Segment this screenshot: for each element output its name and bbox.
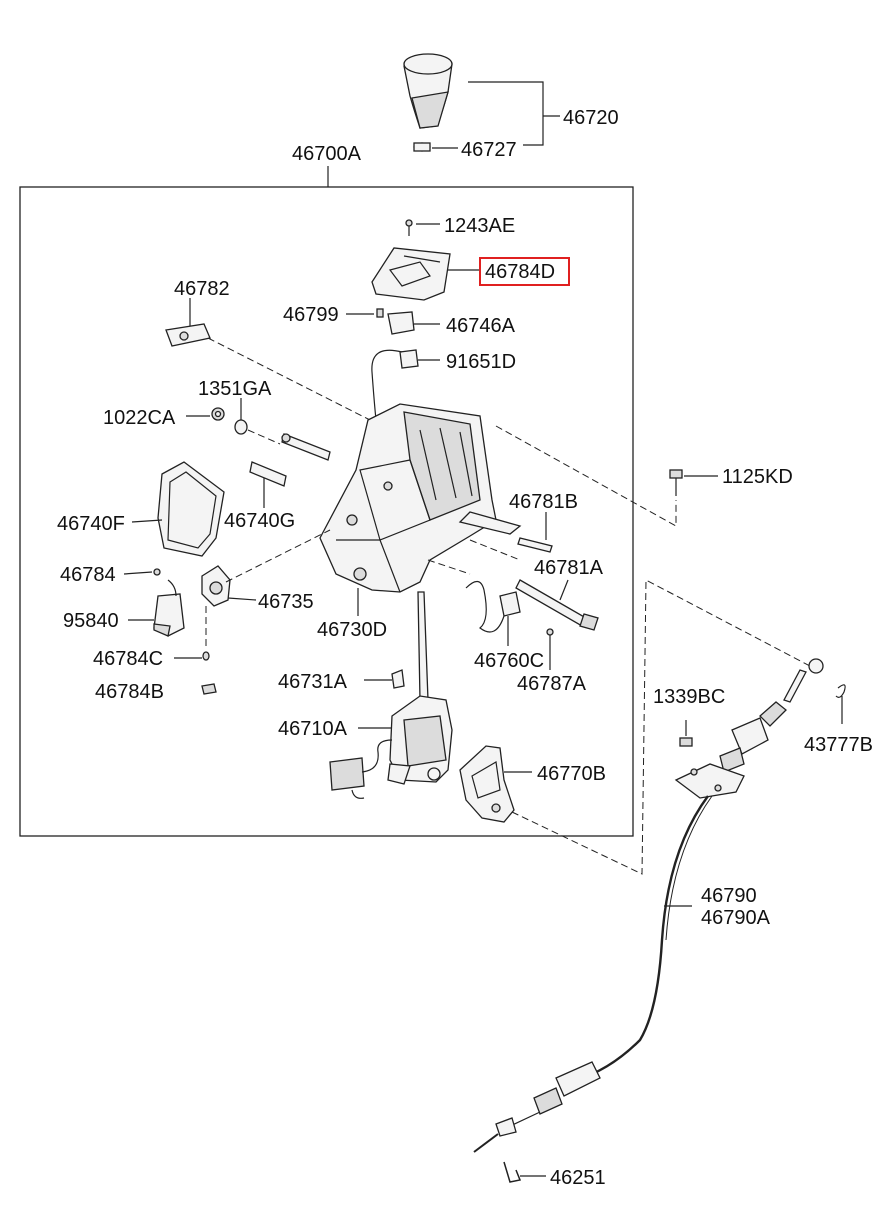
label-46710A: 46710A: [278, 718, 348, 740]
label-46760C: 46760C: [474, 650, 544, 672]
nut-1022CA: [211, 407, 225, 421]
label-46727: 46727: [461, 139, 517, 161]
part-46784C: [202, 651, 210, 661]
screw-46787A: [546, 628, 554, 670]
label-95840: 95840: [63, 610, 119, 632]
label-46740G: 46740G: [224, 510, 295, 532]
part-46746A: [387, 311, 415, 335]
shift-knob: [403, 53, 453, 129]
bracket-46770B: [459, 745, 515, 823]
cable-sleeve: [473, 1061, 601, 1153]
sensor-46735: [201, 565, 231, 607]
bolt-1339BC: [679, 720, 693, 747]
label-46790A: 46790A: [701, 907, 771, 929]
label-46787A: 46787A: [517, 673, 587, 695]
pin-upper: [281, 433, 331, 461]
indicator-plate-46784D: [371, 247, 451, 301]
connector-46710A: [329, 739, 393, 799]
part-46784B: [201, 683, 217, 695]
part-46784: [153, 568, 161, 576]
cable-upper-end: [719, 658, 824, 773]
label-46781B: 46781B: [509, 491, 578, 513]
cable-end-43777B: [835, 684, 846, 698]
knob-cap: [413, 142, 431, 152]
shift-housing-46730D: [319, 403, 522, 593]
label-46784C: 46784C: [93, 648, 163, 670]
lever-base-46710A: [387, 695, 453, 785]
label-46746A: 46746A: [446, 315, 516, 337]
cable-bracket: [674, 763, 745, 799]
bolt-1125KD: [669, 469, 683, 496]
label-46784B: 46784B: [95, 681, 164, 703]
assembly-boundary-right: [495, 425, 677, 527]
assembly-boundary-lower: [511, 579, 811, 875]
label-46720: 46720: [563, 107, 619, 129]
pin-46781A: [515, 579, 599, 631]
label-46251: 46251: [550, 1167, 606, 1189]
part-46740G: [249, 461, 287, 487]
label-43777B: 43777B: [804, 734, 873, 756]
label-46735: 46735: [258, 591, 314, 613]
part-46799: [376, 308, 384, 318]
label-1351GA: 1351GA: [198, 378, 272, 400]
pin-46781B: [517, 537, 553, 553]
washer-1351GA: [234, 419, 248, 435]
cable-46790: [575, 795, 709, 1082]
clip-46251: [503, 1161, 522, 1183]
label-46799: 46799: [283, 304, 339, 326]
label-46781A: 46781A: [534, 557, 604, 579]
label-91651D: 91651D: [446, 351, 516, 373]
actuator-95840: [153, 579, 185, 637]
assembly-frame: [19, 186, 634, 837]
label-1125KD: 1125KD: [722, 466, 793, 488]
label-46731A: 46731A: [278, 671, 348, 693]
label-46790: 46790: [701, 885, 757, 907]
part-46731A: [391, 669, 405, 689]
label-1022CA: 1022CA: [103, 407, 176, 429]
label-46770B: 46770B: [537, 763, 606, 785]
label-46784D: 46784D: [485, 261, 555, 283]
label-1243AE: 1243AE: [444, 215, 515, 237]
label-46740F: 46740F: [57, 513, 125, 535]
part-91651D: [399, 349, 419, 369]
part-46782: [165, 323, 211, 347]
label-46730D: 46730D: [317, 619, 387, 641]
highlight-box-46784D: [479, 257, 570, 286]
cover-46740F: [157, 461, 225, 557]
label-1339BC: 1339BC: [653, 686, 725, 708]
bracket-46720: [468, 81, 544, 146]
label-46700A: 46700A: [292, 143, 362, 165]
switch-46760C: [465, 580, 521, 633]
label-46782: 46782: [174, 278, 230, 300]
screw-1243AE: [405, 219, 413, 236]
label-46784: 46784: [60, 564, 116, 586]
shift-lever: [417, 591, 429, 701]
